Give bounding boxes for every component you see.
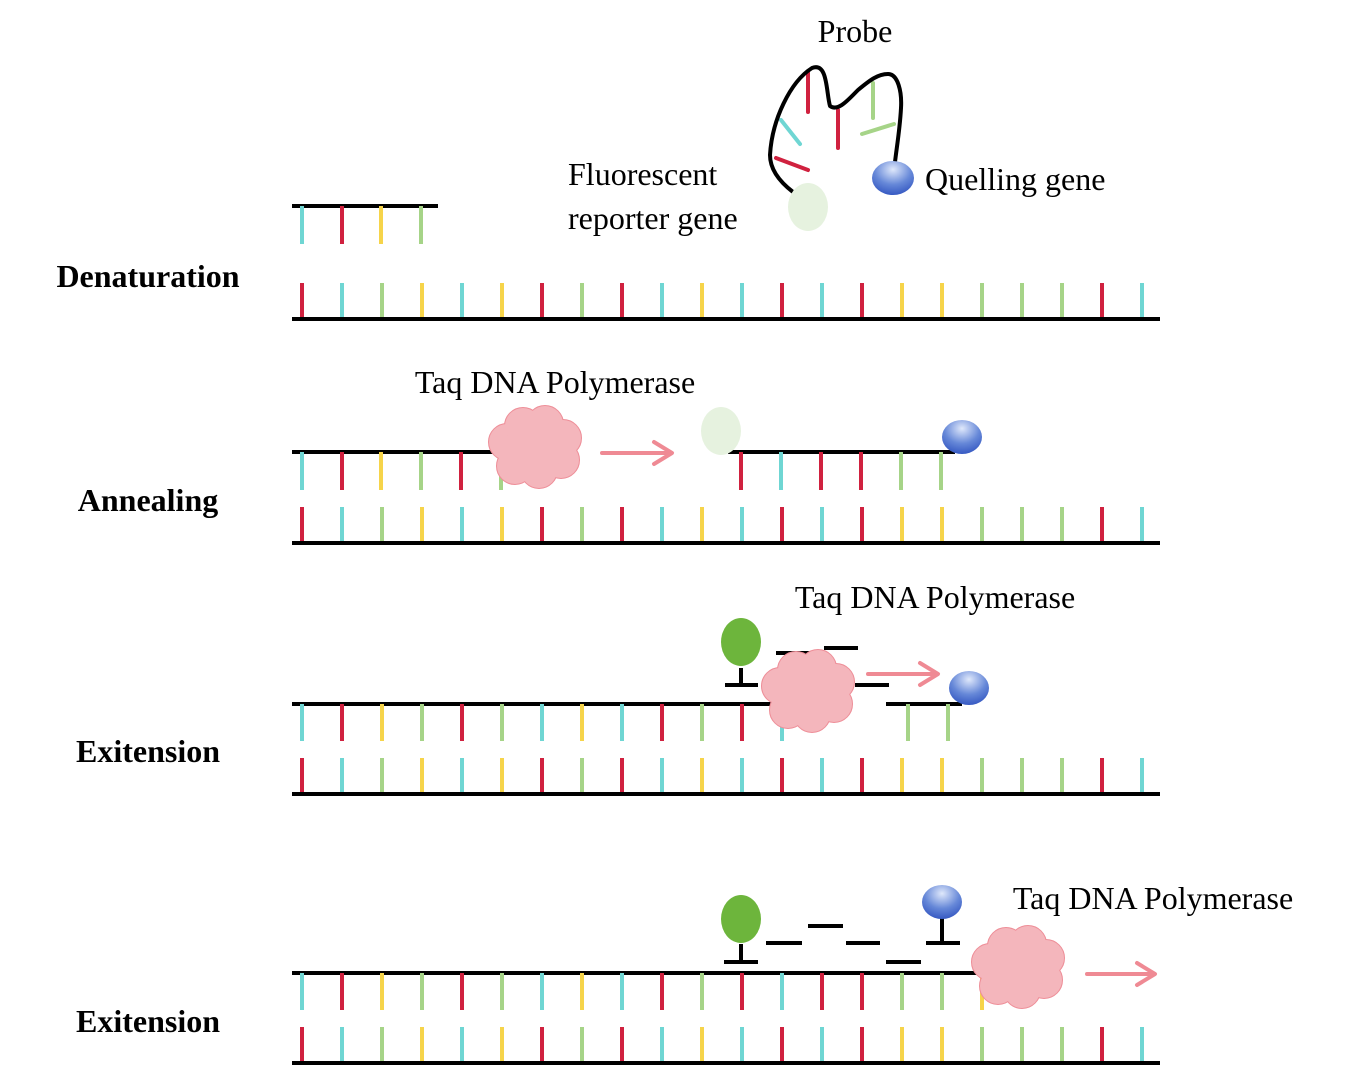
polymerase-label-annealing: Taq DNA Polymerase: [415, 364, 695, 400]
stage-label-extension-1: Exitension: [76, 733, 220, 769]
polymerase-label-extension-2: Taq DNA Polymerase: [1013, 880, 1293, 916]
stage-label-extension-2: Exitension: [76, 1003, 220, 1039]
reporter-dye-released-icon: [721, 618, 761, 666]
stage-extension-1: Taq DNA Polymerase: [292, 579, 1160, 796]
quencher-released-icon: [922, 885, 962, 919]
stage-label-annealing: Annealing: [78, 482, 218, 518]
released-fragments-extension-2: [721, 885, 962, 964]
quencher-icon: [942, 420, 982, 454]
primer-strand-denaturation: [292, 204, 438, 244]
stage-annealing: Taq DNA Polymerase: [292, 364, 1160, 545]
released-fragments-extension-1: [721, 618, 889, 687]
quencher-icon: [872, 161, 914, 195]
reporter-dye-released-icon: [721, 895, 761, 943]
new-strand-extension-2: [292, 971, 985, 1010]
reporter-dye-icon: [788, 183, 828, 231]
reporter-label-line2: reporter gene: [568, 200, 738, 236]
stage-extension-2: Taq DNA Polymerase: [292, 880, 1293, 1065]
reporter-label-line1: Fluorescent: [568, 156, 717, 192]
arrow-extension-1: [866, 661, 940, 687]
template-strand-extension-2: [292, 1027, 1160, 1065]
probe-molecule: [768, 65, 914, 231]
probe-annealed: [701, 407, 982, 490]
arrow-extension-2: [1085, 961, 1157, 987]
probe-title: Probe: [818, 13, 893, 49]
polymerase-label-extension-1: Taq DNA Polymerase: [795, 579, 1075, 615]
stage-label-denaturation: Denaturation: [56, 258, 239, 294]
arrow-annealing: [600, 440, 674, 466]
template-strand-annealing: [292, 507, 1160, 545]
stage-denaturation: [292, 204, 1160, 321]
remaining-probe-extension-1: [886, 671, 989, 741]
template-strand-denaturation: [292, 283, 1160, 321]
template-strand-extension-1: [292, 758, 1160, 796]
reporter-dye-icon: [701, 407, 741, 455]
new-strand-extension-1: [292, 702, 784, 741]
quencher-label: Quelling gene: [925, 161, 1105, 197]
quencher-icon: [949, 671, 989, 705]
primer-strand-annealing: [292, 450, 503, 490]
